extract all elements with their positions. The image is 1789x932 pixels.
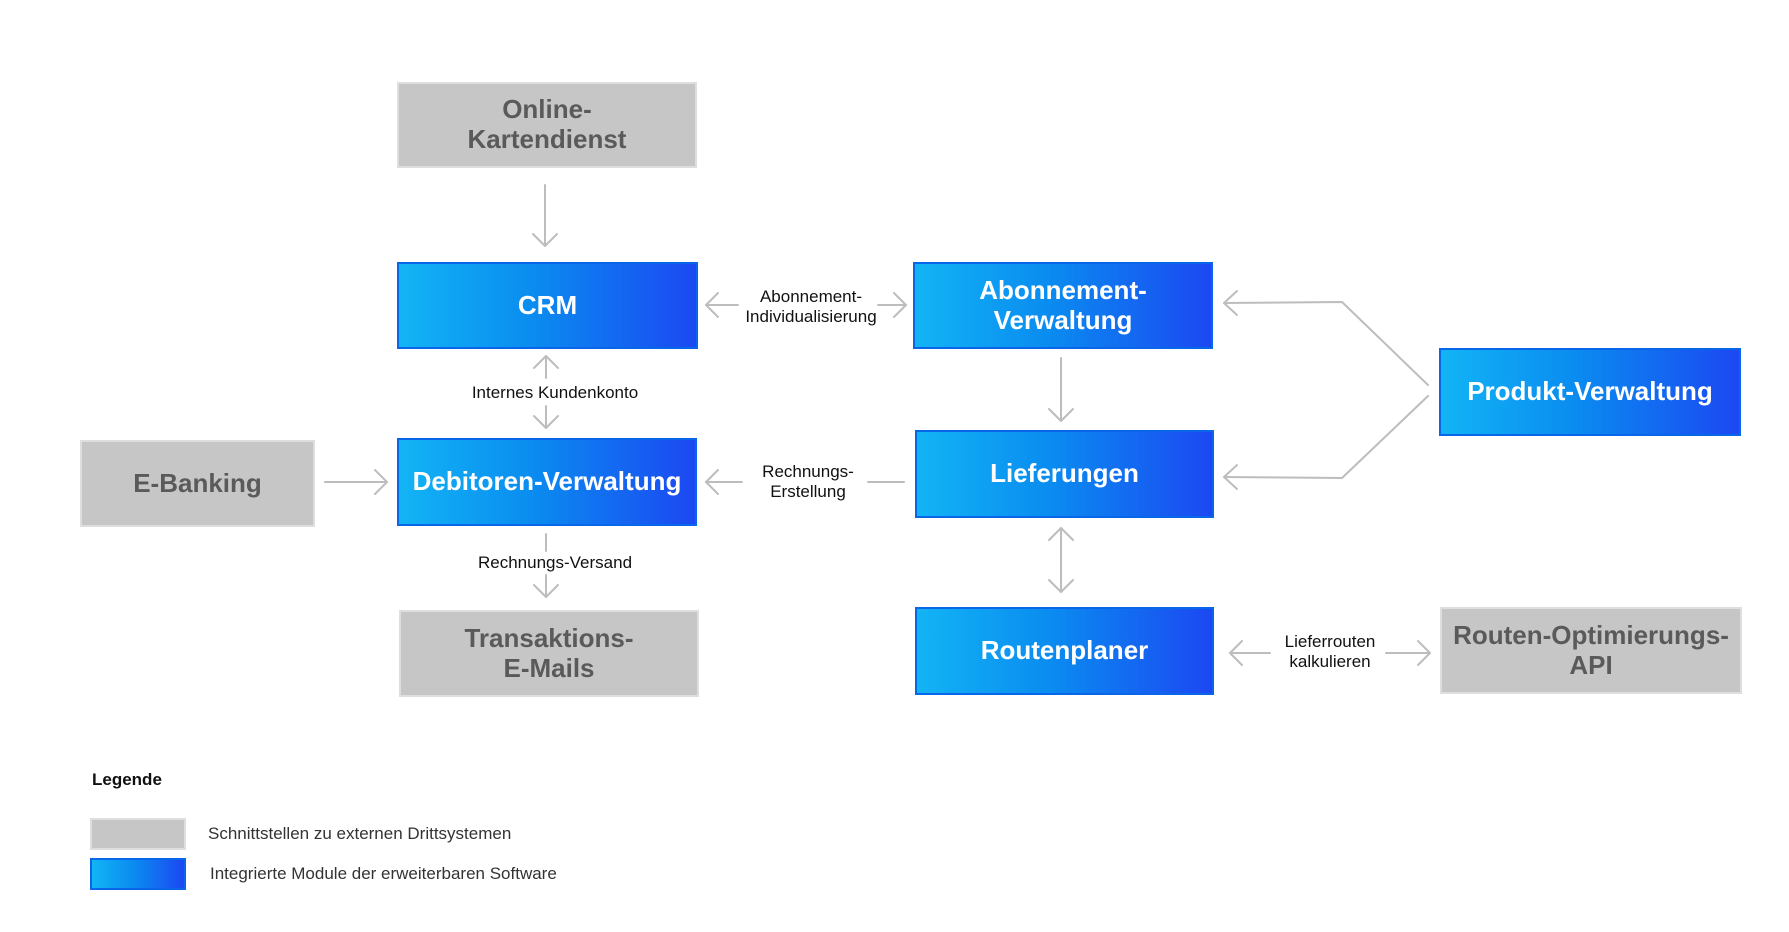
node-label: Abonnement- Verwaltung (979, 274, 1147, 335)
legend-swatch-external (90, 818, 186, 850)
edge-debitoren-emails (533, 533, 559, 598)
node-routenplaner: Routenplaner (915, 607, 1214, 695)
node-label: E-Banking (133, 467, 262, 498)
node-label: Routen-Optimierungs- API (1453, 619, 1729, 680)
edge-abonnement-lieferungen (1048, 357, 1074, 422)
node-routen-optimierungs-api: Routen-Optimierungs- API (1440, 607, 1742, 694)
edge-routenplaner-api (1229, 640, 1431, 666)
edge-crm-debitoren (533, 355, 559, 429)
node-label: Transaktions- E-Mails (464, 622, 634, 683)
legend-swatch-modules (90, 858, 186, 890)
node-e-banking: E-Banking (80, 440, 315, 527)
edge-label-lieferrouten-kalkulieren: Lieferrouten kalkulieren (1284, 632, 1376, 671)
node-label: Online- Kartendienst (467, 94, 627, 154)
edge-lieferungen-debitoren (705, 469, 905, 495)
edge-label-abonnement-individualisierung: Abonnement- Individualisierung (745, 287, 877, 326)
node-label: Debitoren-Verwaltung (412, 466, 682, 497)
legend-title: Legende (92, 770, 162, 789)
node-debitoren-verwaltung: Debitoren-Verwaltung (397, 438, 697, 526)
legend-label-external: Schnittstellen zu externen Drittsystemen (208, 824, 512, 843)
node-produkt-verwaltung: Produkt-Verwaltung (1439, 348, 1741, 436)
edge-label-rechnungs-versand: Rechnungs-Versand (477, 553, 633, 572)
node-label: Routenplaner (980, 635, 1149, 666)
node-label: Produkt-Verwaltung (1467, 376, 1713, 407)
edge-produkt-to-modules (1223, 290, 1429, 490)
edge-kartendienst-crm (532, 184, 558, 247)
node-lieferungen: Lieferungen (915, 430, 1214, 518)
node-crm: CRM (397, 262, 698, 349)
node-abonnement-verwaltung: Abonnement- Verwaltung (913, 262, 1213, 349)
edge-crm-abonnement (705, 292, 907, 318)
node-online-kartendienst: Online- Kartendienst (397, 82, 697, 168)
edge-ebanking-debitoren (324, 469, 388, 495)
edge-label-rechnungs-erstellung: Rechnungs- Erstellung (762, 462, 854, 501)
node-label: Lieferungen (990, 458, 1139, 489)
edge-lieferungen-routenplaner (1048, 527, 1074, 593)
edge-label-internes-kundenkonto: Internes Kundenkonto (471, 383, 639, 402)
node-label: CRM (517, 289, 578, 320)
legend-label-modules: Integrierte Module der erweiterbaren Sof… (210, 864, 557, 883)
node-transaktions-emails: Transaktions- E-Mails (399, 610, 699, 697)
